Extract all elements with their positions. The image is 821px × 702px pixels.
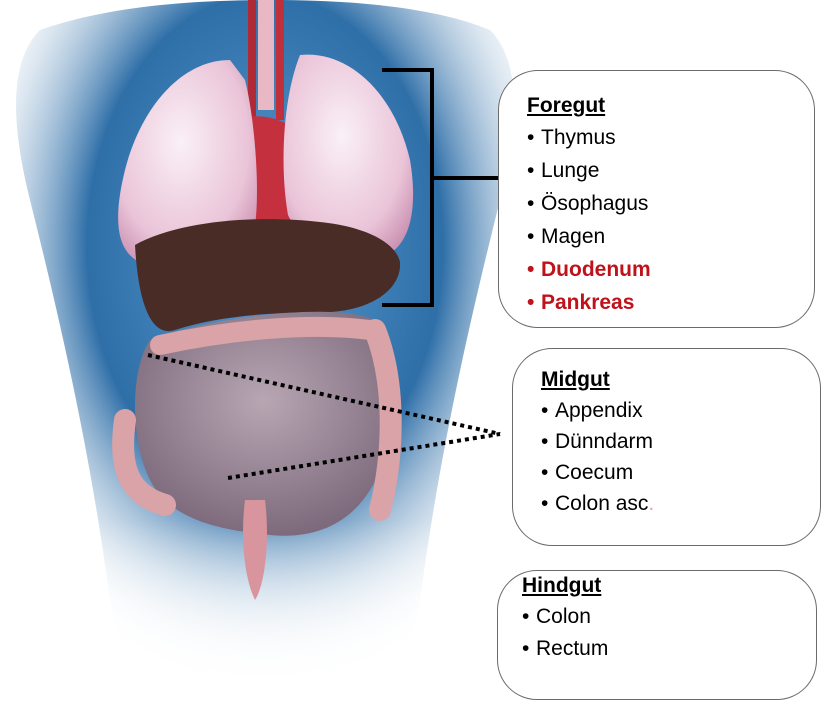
midgut-list: •Appendix •Dünndarm •Coecum •Colon asc.	[541, 395, 820, 519]
trailing-dot: .	[648, 492, 654, 515]
hindgut-item: •Rectum	[522, 633, 816, 665]
foregut-item: •Ösophagus	[527, 187, 814, 220]
hindgut-list: •Colon •Rectum	[522, 601, 816, 665]
hindgut-title: Hindgut	[522, 571, 816, 601]
hindgut-item: •Colon	[522, 601, 816, 633]
foregut-item: •Thymus	[527, 121, 814, 154]
midgut-item: •Colon asc.	[541, 488, 820, 519]
foregut-item-highlighted: •Pankreas	[527, 286, 814, 319]
hindgut-box: Hindgut •Colon •Rectum	[497, 570, 817, 700]
foregut-item: •Lunge	[527, 154, 814, 187]
foregut-box: Foregut •Thymus •Lunge •Ösophagus •Magen…	[498, 70, 815, 328]
foregut-item: •Magen	[527, 220, 814, 253]
foregut-title: Foregut	[527, 91, 814, 121]
foregut-list: •Thymus •Lunge •Ösophagus •Magen •Duoden…	[527, 121, 814, 319]
midgut-item: •Dünndarm	[541, 426, 820, 457]
midgut-title: Midgut	[541, 365, 820, 395]
midgut-box: Midgut •Appendix •Dünndarm •Coecum •Colo…	[512, 348, 821, 546]
foregut-item-highlighted: •Duodenum	[527, 253, 814, 286]
midgut-item: •Coecum	[541, 457, 820, 488]
vessel	[276, 0, 284, 120]
midgut-item: •Appendix	[541, 395, 820, 426]
trachea	[258, 0, 274, 110]
